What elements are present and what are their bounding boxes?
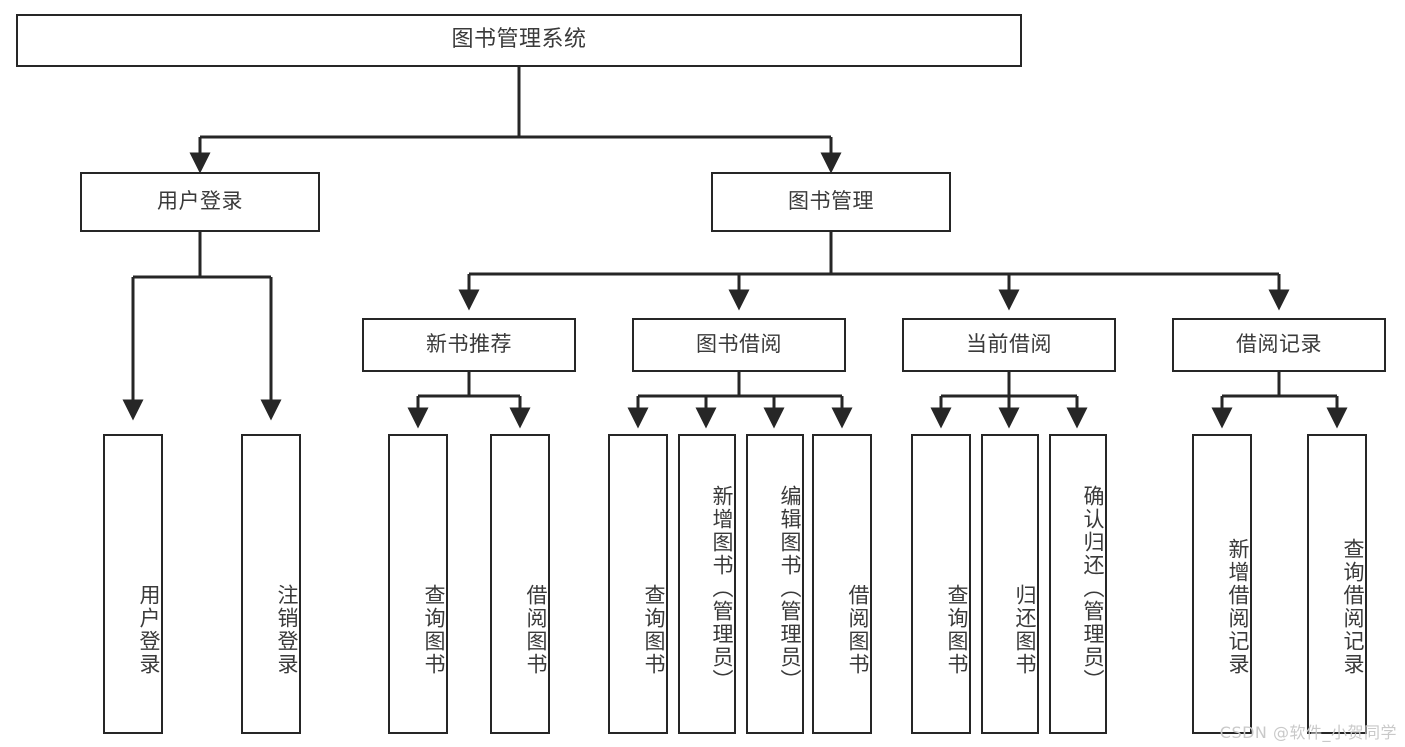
leaf-edit-book-admin[interactable]: 编辑图书（管理员） (746, 434, 804, 734)
leaf-borrow-book-recommend[interactable]: 借阅图书 (490, 434, 550, 734)
node-user-login[interactable]: 用户登录 (80, 172, 320, 232)
node-label: 编辑图书（管理员） (778, 484, 802, 692)
leaf-query-book-borrow[interactable]: 查询图书 (608, 434, 668, 734)
node-label: 图书管理 (788, 189, 874, 214)
node-label: 查询图书 (642, 584, 666, 676)
leaf-query-book-recommend[interactable]: 查询图书 (388, 434, 448, 734)
node-borrow-record[interactable]: 借阅记录 (1172, 318, 1386, 372)
node-label: 归还图书 (1013, 584, 1037, 676)
leaf-query-book-current[interactable]: 查询图书 (911, 434, 971, 734)
node-new-book-recommend[interactable]: 新书推荐 (362, 318, 576, 372)
node-label: 注销登录 (275, 584, 299, 676)
node-label: 图书管理系统 (451, 27, 587, 53)
node-root[interactable]: 图书管理系统 (16, 14, 1022, 67)
node-label: 查询图书 (422, 584, 446, 676)
node-label: 新书推荐 (426, 332, 512, 357)
leaf-user-login[interactable]: 用户登录 (103, 434, 163, 734)
node-label: 新增借阅记录 (1226, 538, 1250, 676)
node-label: 借阅记录 (1236, 332, 1322, 357)
leaf-add-book-admin[interactable]: 新增图书（管理员） (678, 434, 736, 734)
node-label: 查询图书 (945, 584, 969, 676)
leaf-logout[interactable]: 注销登录 (241, 434, 301, 734)
leaf-borrow-book[interactable]: 借阅图书 (812, 434, 872, 734)
node-label: 用户登录 (137, 584, 161, 676)
node-label: 借阅图书 (846, 584, 870, 676)
node-label: 借阅图书 (524, 584, 548, 676)
leaf-confirm-return-admin[interactable]: 确认归还（管理员） (1049, 434, 1107, 734)
leaf-query-borrow-record[interactable]: 查询借阅记录 (1307, 434, 1367, 734)
node-label: 查询借阅记录 (1341, 538, 1365, 676)
node-label: 图书借阅 (696, 332, 782, 357)
watermark: CSDN @软件_小贺同学 (1219, 723, 1397, 742)
node-label: 用户登录 (157, 189, 243, 214)
node-current-borrow[interactable]: 当前借阅 (902, 318, 1116, 372)
leaf-add-borrow-record[interactable]: 新增借阅记录 (1192, 434, 1252, 734)
node-book-borrow[interactable]: 图书借阅 (632, 318, 846, 372)
node-label: 新增图书（管理员） (710, 484, 734, 692)
leaf-return-book[interactable]: 归还图书 (981, 434, 1039, 734)
node-label: 确认归还（管理员） (1081, 484, 1105, 692)
node-label: 当前借阅 (966, 332, 1052, 357)
node-book-management[interactable]: 图书管理 (711, 172, 951, 232)
